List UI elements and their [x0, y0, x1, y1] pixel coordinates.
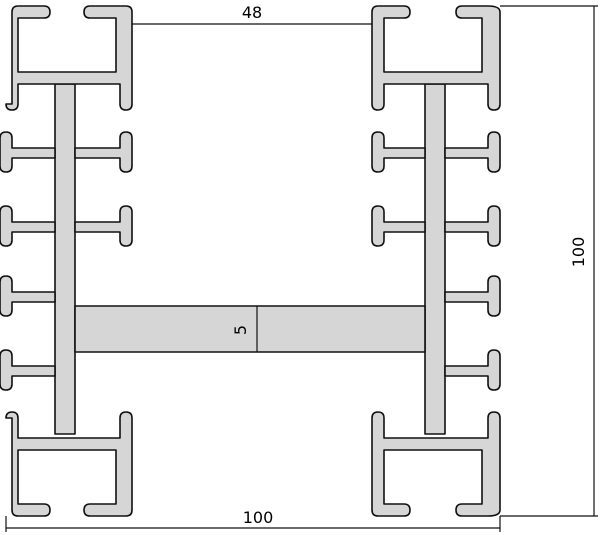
right-outer-fins [444, 131, 501, 391]
top-gap-label: 48 [242, 3, 262, 22]
fin [0, 131, 56, 173]
profile-body [0, 5, 501, 517]
fin [371, 205, 426, 247]
right-inner-fins [371, 131, 426, 247]
bottom-left-channel [5, 411, 133, 517]
top-right-channel [371, 5, 501, 111]
overall-width-label: 100 [243, 508, 274, 527]
fin [0, 205, 56, 247]
fin [444, 275, 501, 317]
fin [74, 205, 133, 247]
left-column [54, 83, 76, 435]
fin [74, 131, 133, 173]
top-left-channel [5, 5, 133, 111]
dimension-lines [5, 5, 598, 532]
left-outer-fins [0, 131, 56, 391]
web-thickness-label: 5 [231, 325, 250, 335]
fin [0, 349, 56, 391]
fin [371, 131, 426, 173]
overall-height-label: 100 [569, 237, 588, 268]
bottom-right-channel [371, 411, 501, 517]
fin [0, 275, 56, 317]
right-column [424, 83, 446, 435]
left-inner-fins [74, 131, 133, 247]
fin [444, 349, 501, 391]
central-web [74, 305, 426, 353]
fin [444, 131, 501, 173]
fin [444, 205, 501, 247]
